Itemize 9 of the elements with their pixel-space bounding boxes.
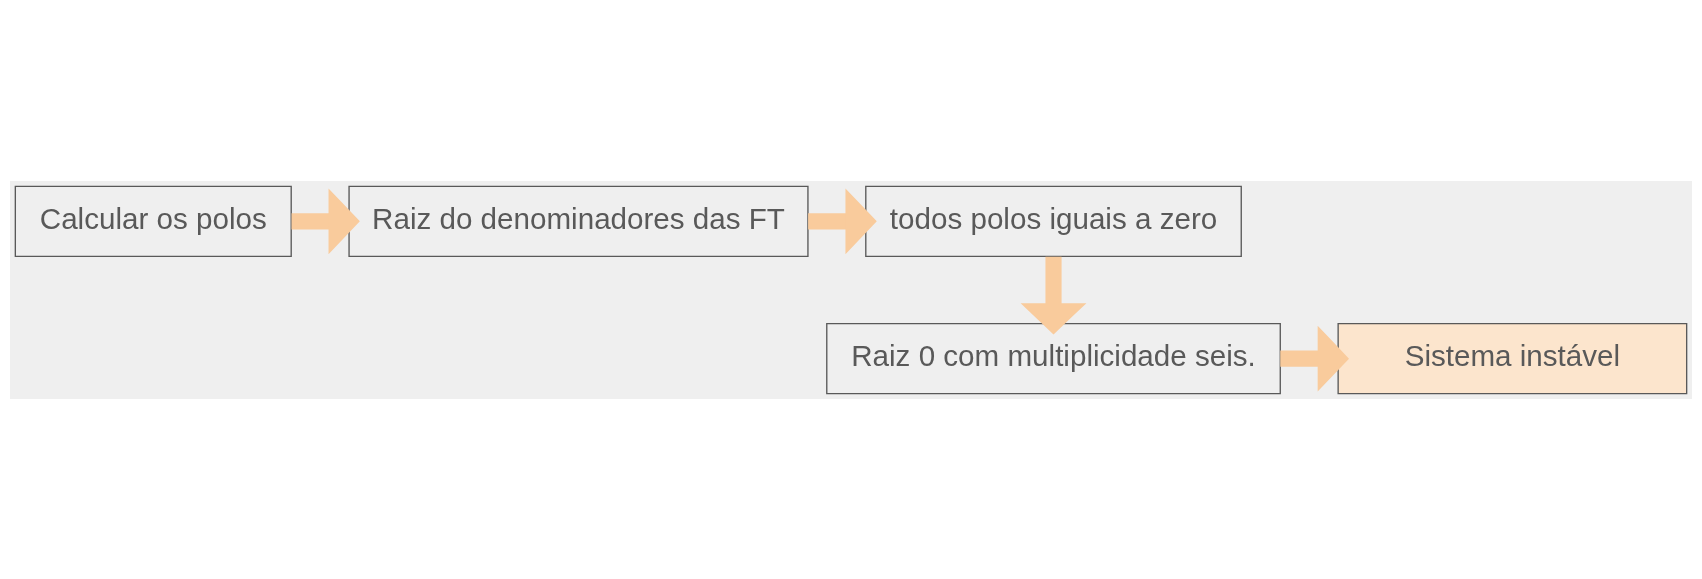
arrow <box>1020 256 1087 334</box>
node-box: Raiz 0 com multiplicidade seis. <box>826 322 1281 394</box>
arrow <box>1280 325 1349 392</box>
node-box: todos polos iguais a zero <box>865 185 1242 257</box>
arrow <box>291 187 360 254</box>
node-box: Raiz do denominadores das FT <box>348 185 809 257</box>
node-box: Calcular os polos <box>14 185 292 257</box>
node-box: Sistema instável <box>1337 322 1688 394</box>
arrow <box>808 187 877 254</box>
